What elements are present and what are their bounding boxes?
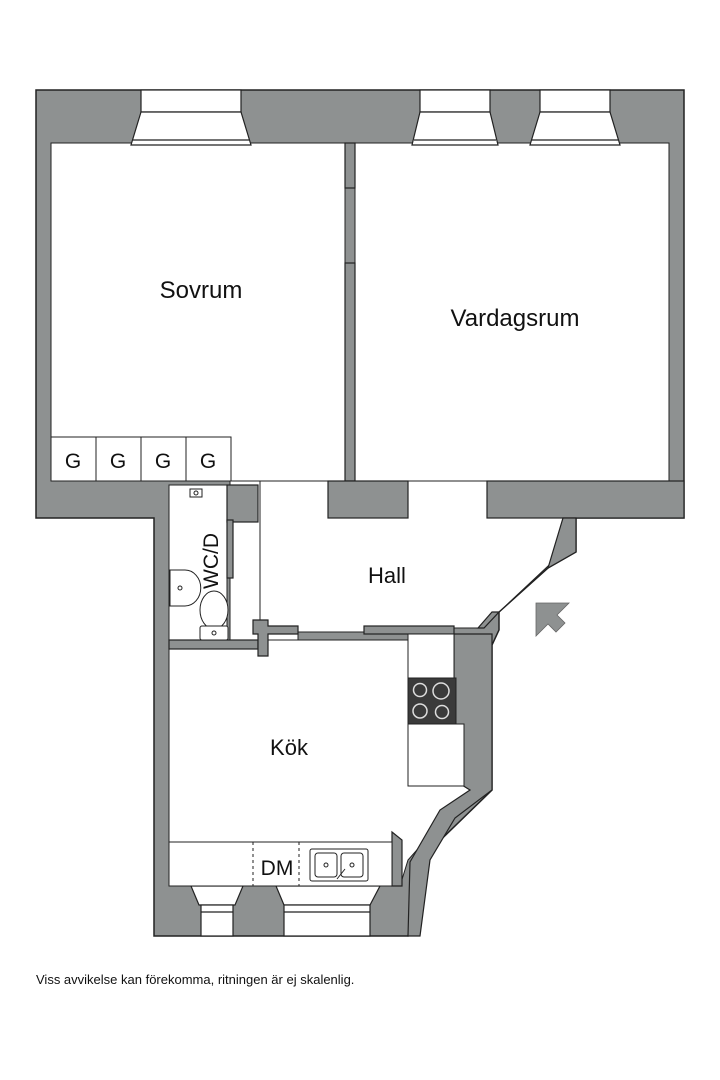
wardrobe-labels: G G G G <box>65 450 216 473</box>
sovrum-floor <box>50 142 346 482</box>
wall-hall-kok <box>363 625 455 635</box>
sink-icon <box>309 848 369 882</box>
room-label-vardagsrum: Vardagsrum <box>451 305 580 332</box>
wall-entrance-lower <box>476 611 501 629</box>
window-kok-2 <box>275 885 381 937</box>
disclaimer-text: Viss avvikelse kan förekomma, ritningen … <box>36 972 355 987</box>
wall-curve <box>407 633 493 937</box>
inner-walls <box>168 142 685 937</box>
counter-lower <box>407 723 465 787</box>
room-label-sovrum: Sovrum <box>160 277 243 304</box>
window-vardagsrum-2 <box>529 89 621 146</box>
washbasin-icon <box>169 569 202 607</box>
stove-icon <box>407 677 457 725</box>
wardrobes <box>50 436 232 482</box>
toilet-icon <box>199 590 229 641</box>
wardrobe-4 <box>185 436 232 482</box>
wardrobe-label: G <box>155 450 171 473</box>
wall-wc-right <box>226 484 259 523</box>
wall-wc-right-stub <box>226 519 234 579</box>
window-sovrum <box>130 89 252 146</box>
wardrobe-label: G <box>65 450 81 473</box>
wardrobe-1 <box>50 436 97 482</box>
room-label-wc: WC/D <box>200 533 223 589</box>
kitchen-label-dm: DM <box>261 857 294 880</box>
vardagsrum-floor <box>354 142 670 482</box>
wall-hall-right-block <box>486 480 685 519</box>
shower-fixture <box>189 488 203 498</box>
room-label-kok: Kök <box>270 735 309 760</box>
wall-kok-stub <box>252 619 299 657</box>
wardrobe-2 <box>95 436 142 482</box>
wall-stub-top <box>344 142 356 189</box>
wardrobe-label: G <box>200 450 216 473</box>
wall-divider-rooms <box>344 262 356 482</box>
wardrobe-label: G <box>110 450 126 473</box>
window-kok-1 <box>190 885 244 937</box>
wall-kok-small <box>391 830 403 887</box>
entrance-door <box>498 567 549 613</box>
windows <box>130 89 621 937</box>
counter-upper <box>407 633 455 679</box>
room-label-hall: Hall <box>368 563 406 588</box>
wall-entrance-wing <box>546 517 577 570</box>
wall-hall-left-column <box>327 480 409 519</box>
wardrobe-3 <box>140 436 187 482</box>
window-vardagsrum-1 <box>411 89 499 146</box>
entrance-arrow-icon <box>535 602 570 637</box>
wall-wc-bottom <box>168 639 259 650</box>
